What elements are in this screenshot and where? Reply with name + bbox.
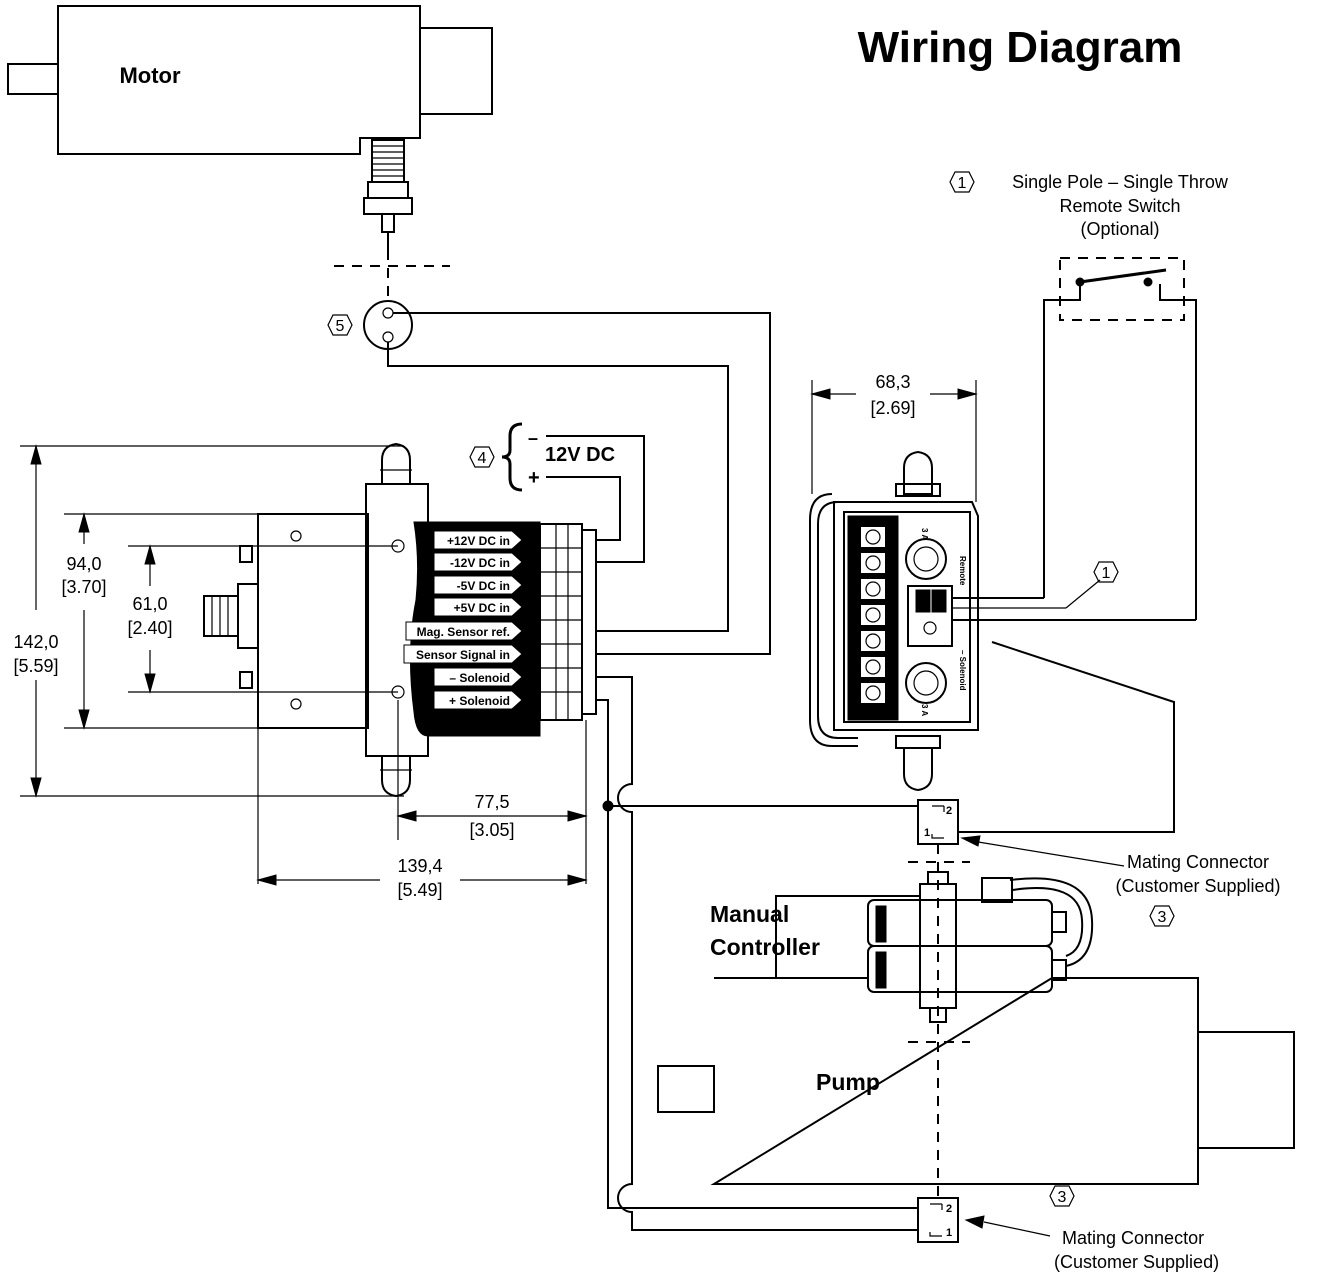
motor: Motor [7,5,493,250]
callout-5: 5 [327,314,353,336]
pump-label: Pump [816,1069,880,1095]
svg-text:1: 1 [1102,565,1111,582]
dim-77-in: [3.05] [469,820,514,840]
svg-text:3: 3 [1058,1189,1067,1206]
svg-text:1: 1 [958,175,967,192]
svg-text:+ Solenoid: + Solenoid [449,694,510,708]
connector-top-note-line2: (Customer Supplied) [1115,876,1280,896]
power-label: 12V DC [545,444,615,466]
connector-bottom-note-line1: Mating Connector [1062,1228,1204,1248]
dim-139-in: [5.49] [397,880,442,900]
callout-3-top: 3 [1149,905,1175,927]
svg-text:-5V DC in: -5V DC in [457,579,510,593]
panel-label-solenoid: – Solenoid [958,650,967,691]
front-terminal-screws [859,525,887,705]
svg-text:5: 5 [336,318,345,335]
dim-142: 142,0 [13,632,58,652]
switch-note-line2: Remote Switch [1059,196,1180,216]
mating-connector-top: 2 1 [917,799,959,845]
dim-94: 94,0 [66,554,101,574]
terminal-label-0: +12V DC in [433,530,523,550]
terminal-label-5: Sensor Signal in [403,644,523,664]
callout-1-panel: 1 [952,561,1119,609]
svg-text:2: 2 [946,1203,952,1215]
wire-sensor-signal [393,312,771,655]
dimension-labels: 142,0 [5.59] 94,0 [3.70] 61,0 [2.40] 77,… [0,552,515,900]
connector-top-note-line1: Mating Connector [1127,852,1269,872]
power-supply: 4 – + 12V DC [469,422,645,563]
switch-note-line1: Single Pole – Single Throw [1012,172,1229,192]
wire-power-minus [546,435,645,563]
controller-front-view [809,450,979,792]
svg-text:-12V DC in: -12V DC in [450,556,510,570]
terminal-labels: +12V DC in -12V DC in -5V DC in +5V DC i… [403,530,523,710]
controller-side-view [203,442,597,798]
motor-sensor-threads [372,145,404,177]
panel-label-amp-bottom: 3 A [920,704,929,716]
manual-controller-label-line1: Manual [710,901,789,927]
connector-bottom-note-line2: (Customer Supplied) [1054,1252,1219,1272]
callout-4: 4 [469,446,495,468]
wire-remote-to-connector [958,641,1175,833]
terminal-label-1: -12V DC in [433,552,523,572]
terminal-screws [540,524,582,720]
terminal-label-2: -5V DC in [433,575,523,595]
power-plus: + [528,467,540,489]
callout-3-bottom: 3 [1049,1185,1075,1207]
manual-controller [775,871,1094,1023]
wire-power-plus [546,476,621,541]
svg-text:+12V DC in: +12V DC in [447,534,510,548]
dim-77: 77,5 [474,792,509,812]
terminal-label-7: + Solenoid [433,690,523,710]
remote-switch [952,257,1197,621]
mating-connector-bottom: 2 1 [917,1197,959,1243]
svg-text:– Solenoid: – Solenoid [449,671,510,685]
switch-note-line3: (Optional) [1080,219,1159,239]
svg-text:Sensor Signal in: Sensor Signal in [416,648,510,662]
svg-text:Mag. Sensor ref.: Mag. Sensor ref. [417,625,510,639]
dim-94-in: [3.70] [61,577,106,597]
svg-text:4: 4 [478,450,487,467]
connector-top-leader [965,839,1125,867]
wire-plus-solenoid [595,699,930,1209]
terminal-label-4: Mag. Sensor ref. [405,621,523,641]
svg-text:3: 3 [1158,909,1167,926]
panel-label-remote: Remote [958,556,967,586]
svg-text:1: 1 [924,827,930,839]
wire-mag-sensor-ref [387,342,729,632]
dim-139: 139,4 [397,856,442,876]
dimension-lines [20,444,588,886]
dim-61-in: [2.40] [127,618,172,638]
power-minus: – [528,428,538,448]
dim-68: 68,3 [875,372,910,392]
svg-text:+5V DC in: +5V DC in [454,601,510,615]
dim-61: 61,0 [132,594,167,614]
callout-1-top: 1 [949,171,975,193]
page-title: Wiring Diagram [858,23,1183,72]
dim-68-in: [2.69] [870,398,915,418]
svg-text:2: 2 [946,805,952,817]
motor-label: Motor [119,63,181,88]
panel-label-amp-top: 3 A [920,528,929,540]
connector-bottom-leader [983,1221,1051,1237]
front-dimension: 68,3 [2.69] [810,372,978,502]
dim-142-in: [5.59] [13,656,58,676]
sensor-connector [363,300,413,350]
manual-controller-label-line2: Controller [710,934,820,960]
svg-text:1: 1 [946,1227,952,1239]
pump [657,977,1295,1185]
terminal-label-3: +5V DC in [433,597,523,617]
terminal-label-6: – Solenoid [433,667,523,687]
